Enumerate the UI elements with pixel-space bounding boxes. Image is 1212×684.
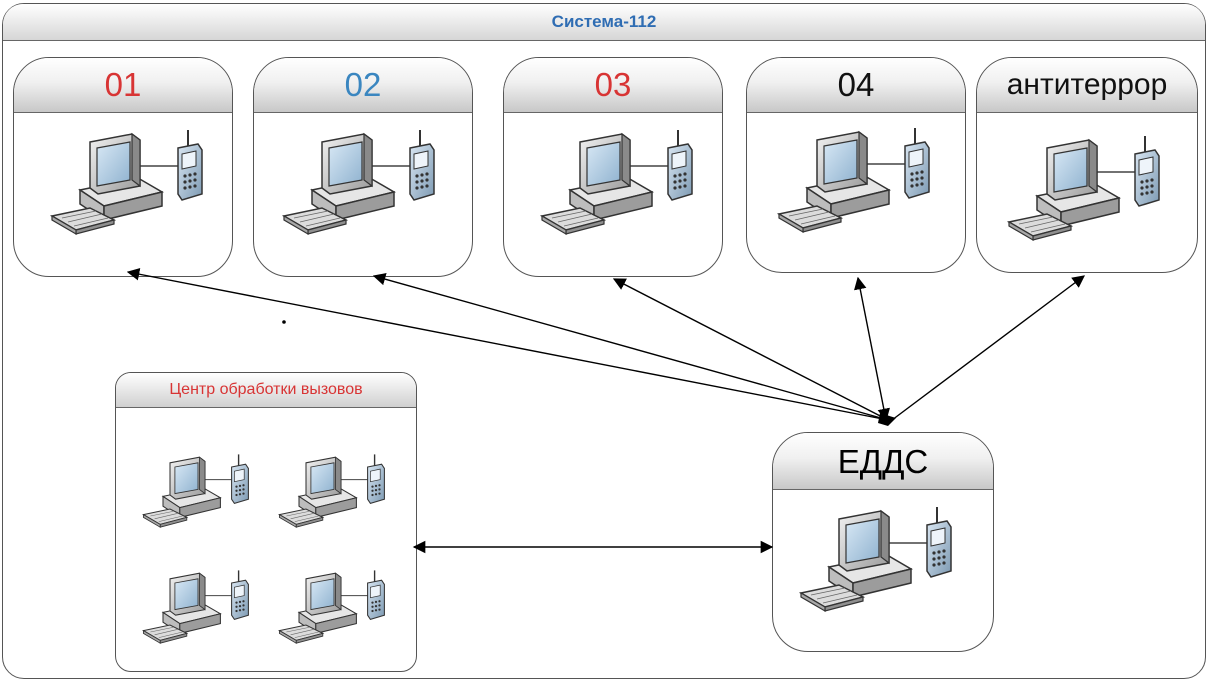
system-header: Система-112 xyxy=(3,4,1205,41)
edds-label: ЕДДС xyxy=(837,443,929,480)
system-title: Система-112 xyxy=(551,12,657,31)
call-center-box: Центр обработки вызовов xyxy=(115,372,417,672)
service-label-02: 02 xyxy=(344,66,382,103)
service-box-01: 01 xyxy=(13,57,233,277)
service-label-04: 04 xyxy=(837,66,875,103)
service-box-antiterror: антитеррор xyxy=(976,57,1198,273)
service-box-02: 02 xyxy=(253,57,473,277)
edds-box: ЕДДС xyxy=(772,432,994,652)
service-label-antiterror: антитеррор xyxy=(1006,68,1168,101)
link-edds-01 xyxy=(126,267,889,421)
link-edds-03 xyxy=(612,278,889,421)
call-center-header: Центр обработки вызовов xyxy=(116,373,416,408)
stray-mark xyxy=(282,320,286,324)
service-header: 04 xyxy=(747,58,965,113)
service-label-01: 01 xyxy=(104,66,142,103)
link-edds-04 xyxy=(854,276,890,422)
service-header: 02 xyxy=(254,58,472,113)
link-edds-02 xyxy=(372,272,889,421)
service-box-03: 03 xyxy=(503,57,723,277)
call-center-label: Центр обработки вызовов xyxy=(169,381,363,398)
service-header: антитеррор xyxy=(977,58,1197,113)
service-label-03: 03 xyxy=(594,66,632,103)
link-edds-antiterror xyxy=(891,275,1086,421)
link-hub xyxy=(878,413,896,426)
service-header: 03 xyxy=(504,58,722,113)
service-header: 01 xyxy=(14,58,232,113)
service-box-04: 04 xyxy=(746,57,966,273)
edds-header: ЕДДС xyxy=(773,433,993,490)
